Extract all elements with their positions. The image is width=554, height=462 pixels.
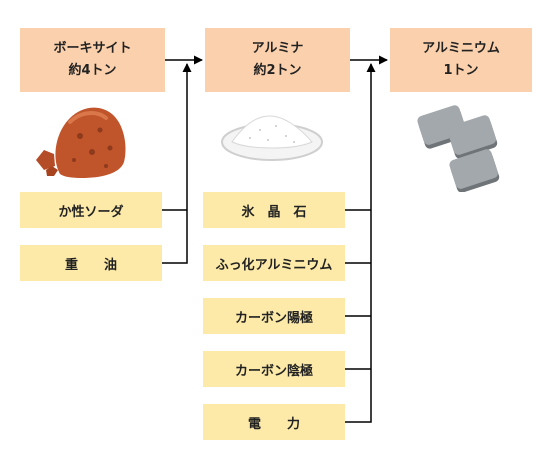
input-carbon-cathode: カーボン陰極 — [203, 351, 345, 387]
stage-alumina-name: アルミナ — [251, 41, 304, 56]
stage-alumina-amount: 約2トン — [253, 63, 302, 78]
input-cryolite: 氷 晶 石 — [203, 192, 345, 228]
stage-bauxite-amount: 約4トン — [68, 63, 117, 78]
input-electricity: 電 力 — [203, 404, 345, 440]
input-heavy-oil: 重 油 — [20, 245, 162, 281]
aluminum-ingots-icon — [417, 105, 500, 192]
alumina-powder-icon — [221, 115, 323, 161]
stage-aluminum-amount: 1トン — [443, 63, 479, 78]
input-carbon-anode: カーボン陽極 — [203, 298, 345, 334]
connector-heavy-oil — [162, 63, 192, 264]
input-aluminum-fluoride: ふっ化アルミニウム — [203, 245, 345, 281]
stage-aluminum-name: アルミニウム — [422, 41, 500, 56]
stage-bauxite-name: ボーキサイト — [53, 41, 132, 56]
stage-alumina: アルミナ 約2トン — [205, 28, 350, 92]
bauxite-ore-icon — [36, 107, 126, 178]
stage-aluminum: アルミニウム 1トン — [390, 28, 532, 92]
input-caustic-soda: か性ソーダ — [20, 192, 162, 228]
stage-bauxite: ボーキサイト 約4トン — [20, 28, 165, 92]
connector-stage2-inputs — [345, 63, 376, 423]
